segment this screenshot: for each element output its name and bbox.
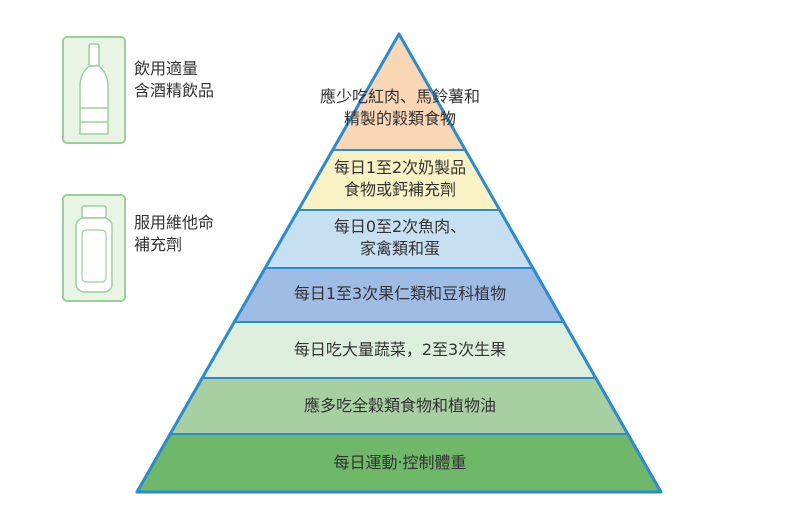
- tier-2-text: 每日1至2次奶製品 食物或鈣補充劑: [250, 157, 550, 201]
- tier-2-line-1: 每日1至2次奶製品: [333, 158, 467, 177]
- alcohol-note: 飲用適量 含酒精飲品: [134, 58, 214, 102]
- supplement-bottle-icon: [75, 205, 113, 293]
- tier-4-text: 每日1至3次果仁類和豆科植物: [200, 283, 600, 305]
- alcohol-note-line-2: 含酒精飲品: [134, 81, 215, 100]
- vitamin-note-line-1: 服用維他命: [134, 213, 215, 232]
- alcohol-note-line-1: 飲用適量: [134, 59, 199, 78]
- tier-5-text: 每日吃大量蔬菜，2至3次生果: [200, 339, 600, 361]
- tier-7-line-1: 每日運動‧控制體重: [333, 453, 467, 472]
- tier-3-line-1: 每日0至2次魚肉、: [333, 217, 467, 236]
- pyramid-outline: [135, 32, 663, 494]
- vitamin-card: [62, 194, 126, 302]
- tier-3-line-2: 家禽類和蛋: [359, 239, 440, 258]
- wine-bottle-icon: [79, 43, 109, 135]
- tier-6-text: 應多吃全穀類食物和植物油: [200, 395, 600, 417]
- tier-6-line-1: 應多吃全穀類食物和植物油: [303, 396, 496, 415]
- tier-1-line-1: 應少吃紅肉、馬鈴薯和: [319, 87, 480, 106]
- tier-1-line-2: 精製的穀類食物: [343, 109, 456, 128]
- vitamin-note-line-2: 補充劑: [134, 235, 183, 254]
- tier-4-line-1: 每日1至3次果仁類和豆科植物: [293, 284, 507, 303]
- tier-3-text: 每日0至2次魚肉、 家禽類和蛋: [250, 216, 550, 260]
- alcohol-card: [62, 36, 126, 144]
- tier-5-line-1: 每日吃大量蔬菜，2至3次生果: [293, 340, 507, 359]
- tier-1-text: 應少吃紅肉、馬鈴薯和 精製的穀類食物: [250, 86, 550, 130]
- tier-2-line-2: 食物或鈣補充劑: [343, 180, 456, 199]
- tier-7-text: 每日運動‧控制體重: [200, 452, 600, 474]
- vitamin-note: 服用維他命 補充劑: [134, 212, 214, 256]
